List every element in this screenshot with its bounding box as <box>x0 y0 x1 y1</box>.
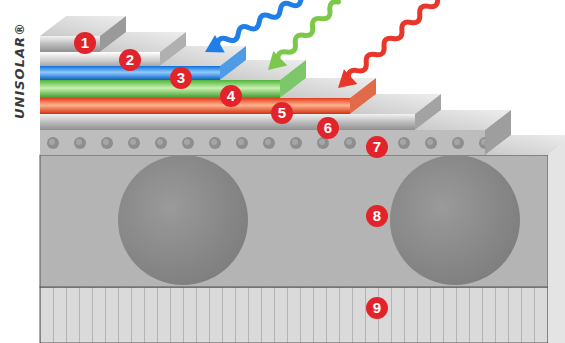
callout-number: 4 <box>220 85 242 107</box>
side-face <box>548 135 565 343</box>
side-face <box>415 94 441 130</box>
green-light-arrow <box>261 0 345 77</box>
dotted-layer <box>40 130 485 155</box>
callout-number: 3 <box>170 67 192 89</box>
red-layer <box>40 98 350 114</box>
callout-number: 7 <box>366 136 388 158</box>
callout-number: 5 <box>271 102 293 124</box>
light-layer <box>40 52 160 66</box>
callout-number: 2 <box>119 49 141 71</box>
embedded-circle <box>390 155 520 285</box>
backing-block <box>40 155 548 287</box>
side-face <box>485 110 511 155</box>
embedded-circle <box>118 155 248 285</box>
gray-layer <box>40 114 415 130</box>
callout-number: 1 <box>74 32 96 54</box>
red-light-arrow <box>331 0 444 95</box>
side-face <box>160 32 186 66</box>
callout-number: 8 <box>366 205 388 227</box>
side-face <box>100 16 126 52</box>
brand-watermark: UNISOLAR® <box>13 21 28 118</box>
green-layer <box>40 80 280 98</box>
ribbed-substrate <box>40 287 548 343</box>
callout-number: 9 <box>366 297 388 319</box>
callout-number: 6 <box>317 117 339 139</box>
